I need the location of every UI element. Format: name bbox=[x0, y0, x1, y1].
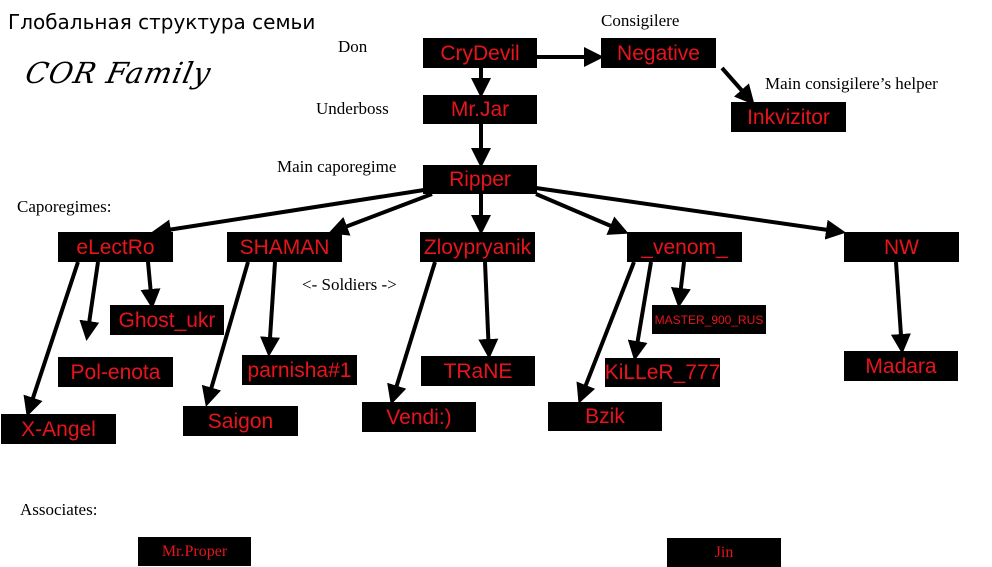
node-zloypryanik: Zloypryanik bbox=[420, 232, 535, 262]
edge-zloy-vendi bbox=[387, 261, 437, 405]
edge-ripper-shaman bbox=[328, 192, 433, 236]
node-saigon: Saigon bbox=[183, 406, 298, 436]
node-inkvizitor: Inkvizitor bbox=[731, 102, 846, 132]
node-ripper: Ripper bbox=[423, 165, 537, 194]
node-mr-proper: Mr.Proper bbox=[138, 537, 251, 566]
node-negative: Negative bbox=[601, 38, 716, 68]
node-venom: _venom_ bbox=[627, 232, 742, 262]
edge-electro-ghost bbox=[140, 261, 161, 309]
label-don: Don bbox=[338, 37, 368, 56]
node-madara: Madara bbox=[844, 351, 958, 381]
node-bzik: Bzik bbox=[548, 402, 662, 431]
edge-venom-killer bbox=[627, 261, 653, 361]
node-trane: TRaNE bbox=[421, 356, 535, 386]
node-killer-777: KiLLeR_777 bbox=[605, 358, 720, 387]
node-jin: Jin bbox=[667, 538, 781, 567]
label-underboss: Underboss bbox=[316, 99, 389, 118]
node-shaman: SHAMAN bbox=[227, 232, 342, 262]
node-x-angel: X-Angel bbox=[1, 414, 116, 444]
label-main-caporegime: Main caporegime bbox=[277, 157, 397, 176]
edge-nw-madara bbox=[890, 261, 911, 354]
family-logo: COR Family bbox=[22, 56, 215, 90]
node-mrjar: Mr.Jar bbox=[423, 95, 537, 124]
node-vendi: Vendi:) bbox=[362, 402, 476, 432]
node-pol-enota: Pol-enota bbox=[58, 357, 173, 387]
label-caporegimes: Caporegimes: bbox=[17, 197, 112, 216]
node-electro: eLectRo bbox=[58, 232, 173, 262]
node-parnisha: parnisha#1 bbox=[242, 355, 357, 385]
label-associates: Associates: bbox=[20, 500, 98, 519]
label-soldiers: <- Soldiers -> bbox=[302, 275, 397, 294]
label-consigliere: Consigilere bbox=[601, 11, 680, 30]
edge-electro-xangel bbox=[23, 261, 80, 417]
edge-zloy-trane bbox=[478, 261, 499, 359]
label-consigliere-helper: Main consigilere’s helper bbox=[765, 74, 938, 93]
node-nw: NW bbox=[844, 232, 959, 262]
edge-ripper-venom bbox=[535, 192, 629, 235]
edge-shaman-saigon bbox=[201, 261, 250, 407]
edge-negative-inkvizitor bbox=[720, 66, 755, 105]
edge-venom-bzik bbox=[576, 261, 636, 404]
node-ghost-ukr: Ghost_ukr bbox=[110, 305, 224, 335]
page-title: Глобальная структура семьи bbox=[8, 10, 316, 34]
node-crydevil: CryDevil bbox=[423, 38, 537, 68]
edge-shaman-parnisha bbox=[260, 261, 281, 357]
edge-ripper-electro bbox=[151, 188, 425, 240]
edge-electro-polenota bbox=[79, 261, 100, 341]
edge-ripper-nw bbox=[535, 186, 846, 240]
edge-venom-master bbox=[670, 261, 691, 308]
node-master-900-rus: MASTER_900_RUS bbox=[652, 305, 766, 334]
